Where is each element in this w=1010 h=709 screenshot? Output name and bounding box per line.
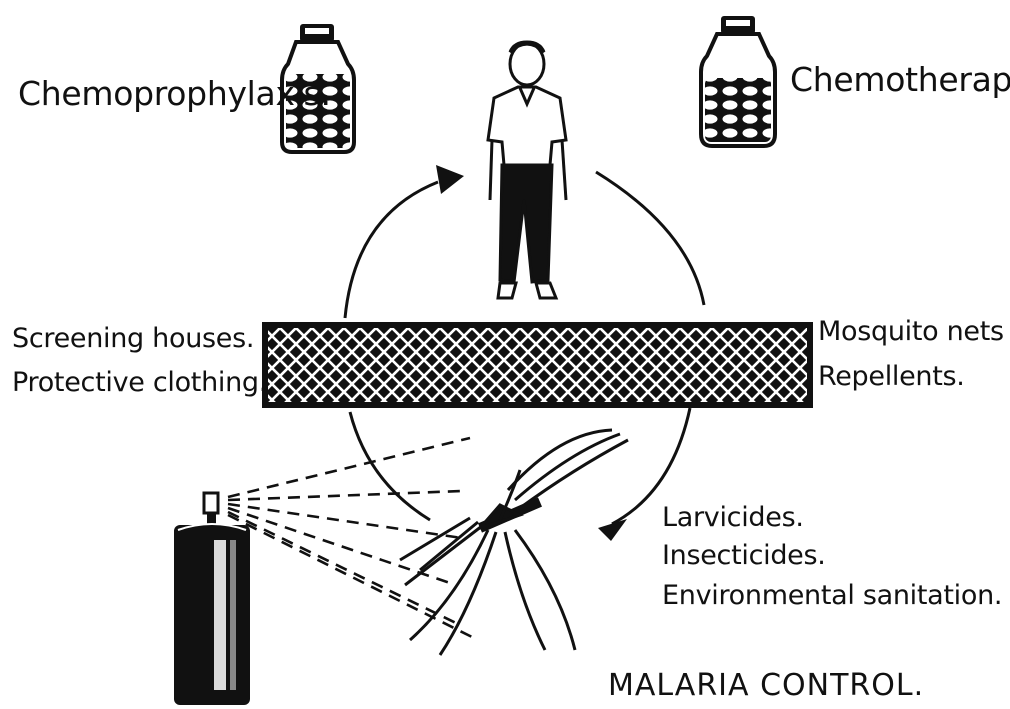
label-repellents: Repellents. — [818, 361, 965, 392]
label-screening-houses: Screening houses. — [12, 323, 254, 354]
diagram-title: MALARIA CONTROL. — [608, 668, 924, 703]
mosquito-icon — [400, 430, 628, 655]
person-icon — [488, 42, 566, 298]
pill-bottle-icon — [701, 16, 775, 146]
label-mosquito-nets: Mosquito nets — [818, 316, 1004, 347]
label-chemoprophylaxis: Chemoprophylaxis. — [18, 74, 331, 113]
spray-can-icon — [174, 493, 250, 705]
label-larvicides: Larvicides. — [662, 502, 804, 533]
label-chemotherapy: Chemotherapy. — [790, 60, 1010, 99]
net-barrier-icon — [265, 325, 810, 405]
label-environmental-sanitation: Environmental sanitation. — [662, 580, 1002, 611]
label-insecticides: Insecticides. — [662, 540, 826, 571]
label-protective-clothing: Protective clothing. — [12, 367, 267, 398]
